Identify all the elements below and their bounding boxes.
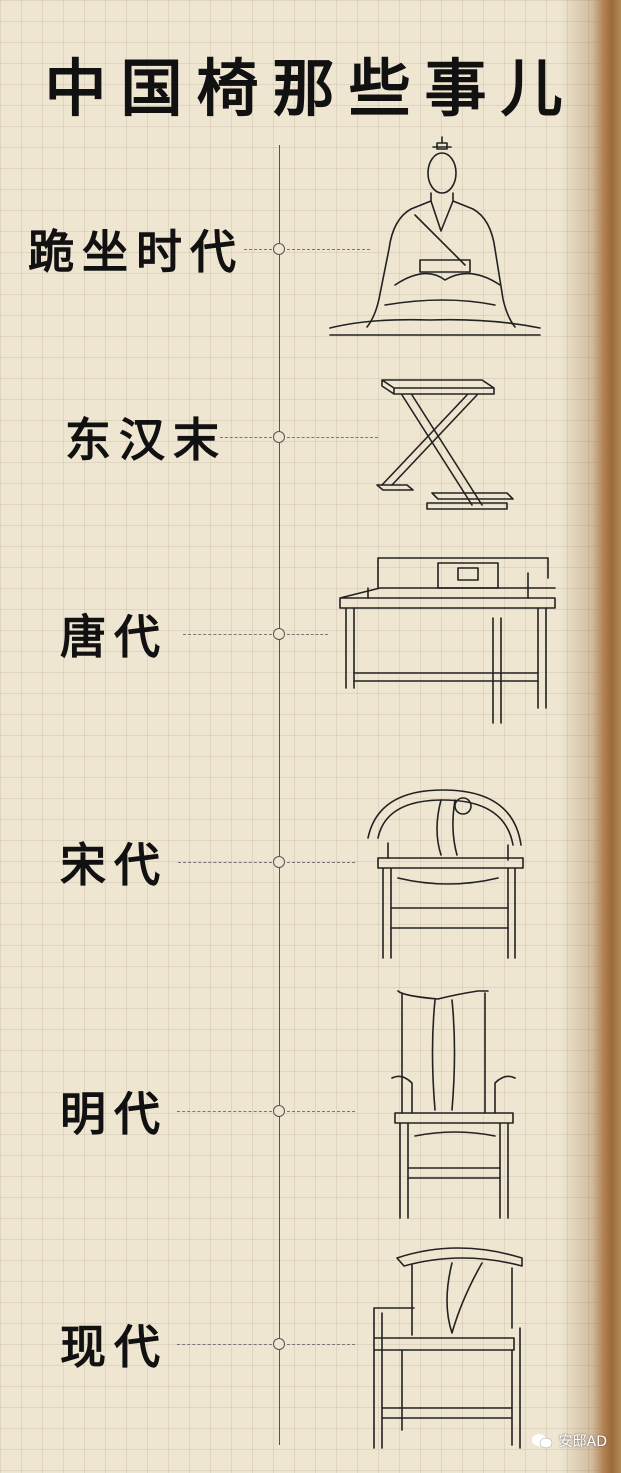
- timeline-node: [273, 243, 285, 255]
- connector: [183, 634, 272, 635]
- era-label-kneeling: 跪坐时代: [28, 225, 244, 279]
- connector: [287, 1344, 355, 1345]
- connector: [178, 862, 272, 863]
- era-label-ming: 明代: [60, 1087, 168, 1141]
- connector: [177, 1111, 272, 1112]
- kneeling-figure-illustration: [329, 136, 541, 336]
- folding-stool-illustration: [376, 379, 514, 510]
- timeline-node: [273, 856, 285, 868]
- connector: [287, 249, 370, 250]
- watermark: 安邸AD: [531, 1431, 607, 1451]
- timeline-node: [273, 1105, 285, 1117]
- era-label-song: 宋代: [60, 838, 168, 892]
- connector: [287, 437, 378, 438]
- era-label-modern: 现代: [60, 1320, 168, 1374]
- connector: [287, 1111, 355, 1112]
- timeline-node: [273, 628, 285, 640]
- ming-official-hat-chair-illustration: [391, 990, 516, 1219]
- timeline-node: [273, 1338, 285, 1350]
- wechat-icon: [531, 1434, 552, 1449]
- modern-wishbone-chair-illustration: [373, 1247, 523, 1449]
- connector: [287, 634, 328, 635]
- connector: [177, 1344, 272, 1345]
- era-label-eastern-han: 东汉末: [65, 413, 227, 467]
- timeline-axis: [279, 145, 280, 1445]
- page-title: 中国椅那些事儿: [44, 52, 577, 125]
- connector: [287, 862, 355, 863]
- tang-armchair-illustration: [339, 557, 556, 724]
- song-round-back-chair-illustration: [367, 789, 524, 959]
- connector: [220, 437, 272, 438]
- connector: [244, 249, 272, 250]
- watermark-text: 安邸AD: [558, 1434, 607, 1450]
- timeline-node: [273, 431, 285, 443]
- era-label-tang: 唐代: [60, 610, 168, 664]
